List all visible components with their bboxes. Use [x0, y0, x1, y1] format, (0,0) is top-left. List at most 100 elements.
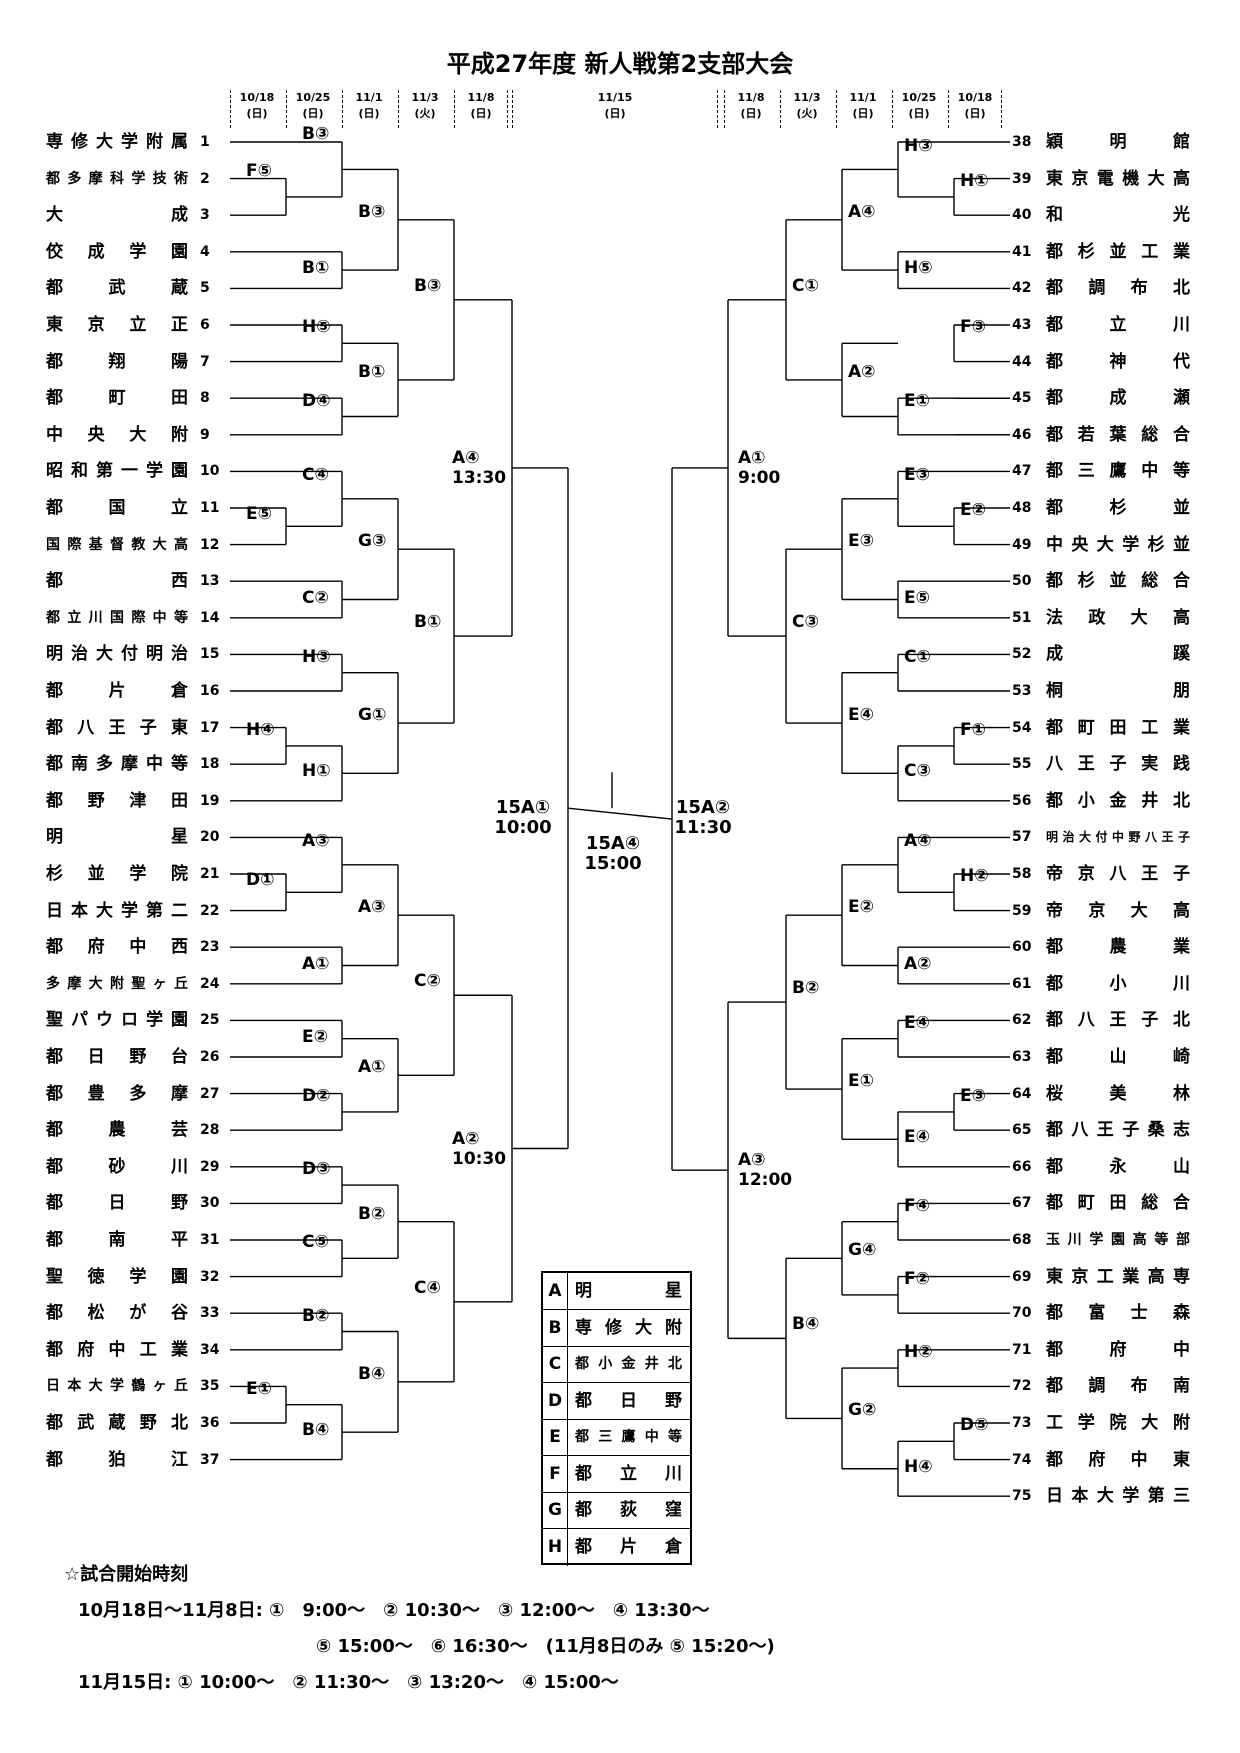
team-name: 明星 [46, 827, 188, 848]
team-name: 中央大学杉並 [1046, 534, 1190, 555]
team-number: 21 [200, 866, 220, 882]
team-name: 大成 [46, 205, 188, 226]
team-number: 3 [200, 207, 210, 224]
match-label: D② [302, 1085, 331, 1106]
team-name: 杉並学院 [46, 864, 188, 884]
header-right-4: 10/25(日) [892, 90, 945, 128]
team-name: 都成瀬 [1046, 388, 1190, 409]
match-label: A② [904, 953, 932, 974]
legend-venue: 都三鷹中等 [575, 1429, 682, 1445]
team-name: 都日野台 [46, 1047, 188, 1067]
match-label: A③ [302, 831, 330, 852]
match-label: A② [848, 361, 876, 382]
team-name: 八王子実践 [1046, 754, 1190, 775]
team-number: 34 [200, 1341, 220, 1358]
team-number: 60 [1012, 939, 1032, 956]
team-number: 61 [1012, 975, 1032, 992]
team-number: 57 [1012, 829, 1032, 846]
team-name: 都府中東 [1046, 1449, 1190, 1470]
team-number: 40 [1012, 207, 1032, 224]
team-name: 都山崎 [1046, 1047, 1190, 1067]
match-label: E① [246, 1378, 273, 1399]
legend-key: B [543, 1309, 568, 1346]
match-label: B① [358, 361, 386, 382]
match-label: E④ [904, 1127, 931, 1148]
team-number: 75 [1012, 1488, 1032, 1505]
team-name: 日本大学第二 [46, 900, 188, 921]
match-label: G① [358, 705, 387, 726]
legend-key: C [543, 1346, 568, 1382]
team-number: 32 [200, 1268, 220, 1285]
match-label: A① [302, 953, 330, 974]
team-name: 都永山 [1046, 1156, 1190, 1177]
team-name: 都国立 [46, 498, 188, 518]
match-label: F④ [904, 1195, 931, 1216]
team-number: 45 [1012, 390, 1032, 407]
notes-heading: ☆試合開始時刻 [64, 1564, 189, 1585]
team-number: 5 [200, 280, 210, 297]
match-label: C① [792, 275, 819, 296]
team-name: 都南多摩中等 [46, 754, 188, 775]
team-number: 56 [1012, 792, 1032, 809]
team-number: 10 [200, 463, 220, 480]
match-label: F② [904, 1268, 931, 1289]
team-name: 帝京大高 [1046, 900, 1190, 921]
team-number: 74 [1012, 1451, 1032, 1468]
team-name: 東京立正 [46, 315, 188, 335]
match-label: G④ [848, 1240, 877, 1261]
match-label: H⑤ [904, 258, 933, 279]
team-name: 都農芸 [46, 1120, 188, 1141]
match-label: B③ [358, 201, 386, 222]
match-label: A① [358, 1057, 386, 1078]
team-name: 都杉並 [1046, 498, 1190, 518]
match-label: E① [848, 1071, 875, 1092]
team-name: 都武蔵野北 [46, 1413, 188, 1433]
match-label: F① [960, 719, 987, 740]
team-number: 44 [1012, 353, 1032, 370]
match-label: G③ [358, 531, 387, 552]
team-name: 日本大学第三 [1046, 1486, 1190, 1507]
team-name: 工学院大附 [1046, 1413, 1190, 1433]
team-number: 42 [1012, 280, 1032, 297]
match-label: C② [414, 971, 441, 992]
team-number: 17 [200, 719, 220, 736]
team-name: 都武蔵 [46, 278, 188, 299]
match-label: B② [358, 1203, 386, 1224]
team-name: 昭和第一学園 [46, 461, 188, 482]
team-name: 法政大高 [1046, 607, 1190, 628]
match-label: B④ [358, 1363, 386, 1384]
header-right-2: 11/3(火) [780, 90, 833, 128]
team-name: 都八王子北 [1046, 1010, 1190, 1031]
team-number: 46 [1012, 426, 1032, 443]
team-name: 都杉並総合 [1046, 571, 1190, 592]
header-middle: 11/15(日) [512, 90, 718, 128]
team-number: 22 [200, 902, 220, 919]
team-number: 54 [1012, 719, 1032, 736]
team-name: 都府中 [1046, 1339, 1190, 1360]
team-name: 明治大付明治 [46, 644, 188, 665]
team-name: 都翔陽 [46, 351, 188, 372]
match-label: B④ [792, 1314, 820, 1335]
team-number: 53 [1012, 683, 1032, 699]
team-number: 9 [200, 426, 210, 443]
match-label: E① [904, 390, 931, 411]
team-number: 48 [1012, 500, 1032, 516]
match-label: E③ [904, 465, 931, 486]
team-number: 12 [200, 536, 220, 553]
legend-venue: 都荻窪 [575, 1500, 682, 1520]
team-number: 26 [200, 1049, 220, 1065]
team-name: 都片倉 [46, 681, 188, 701]
header-left-2: 10/25(日) [286, 90, 339, 128]
team-name: 日本大学鶴ヶ丘 [46, 1378, 188, 1395]
team-number: 6 [200, 317, 210, 333]
team-name: 桜美林 [1046, 1083, 1190, 1104]
legend-venue: 都日野 [575, 1390, 682, 1411]
match-label: B① [414, 612, 442, 633]
match-label: B④ [302, 1420, 330, 1441]
match-label: C③ [904, 761, 931, 782]
